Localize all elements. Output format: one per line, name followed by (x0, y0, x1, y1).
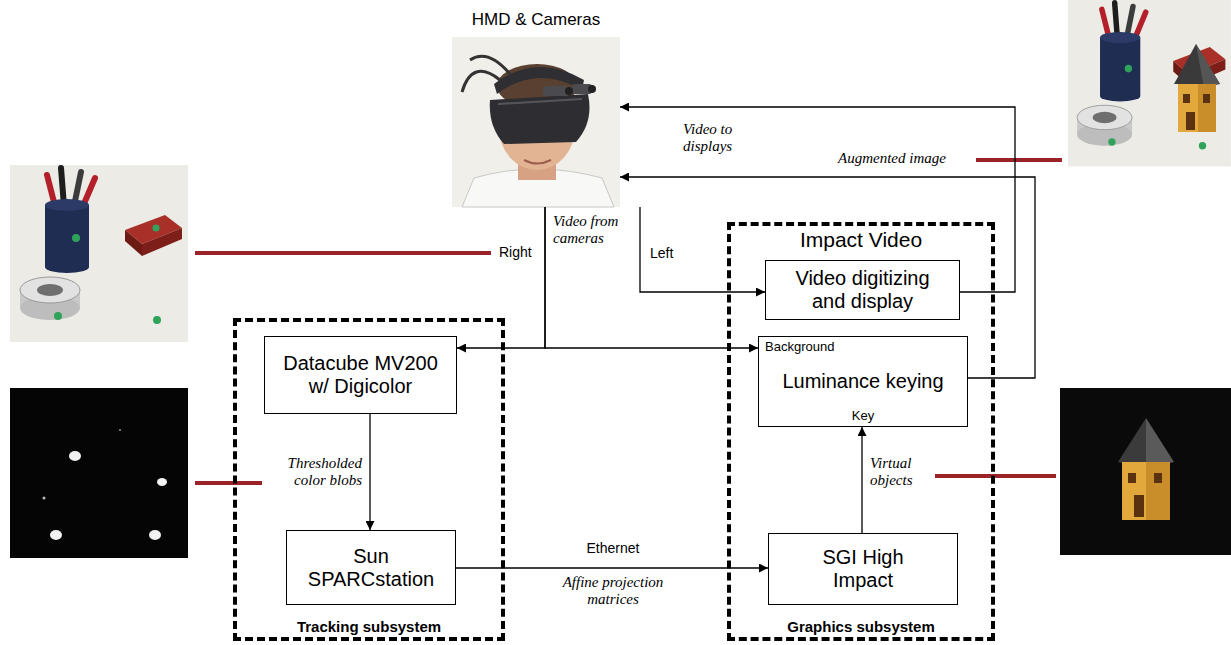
signal-connector (640, 207, 765, 292)
camera-image (10, 165, 188, 342)
process-box: Sun SPARCstation (286, 530, 456, 605)
signal-label: Augmented image (838, 150, 946, 167)
leader-line (976, 158, 1062, 162)
signal-connector (620, 177, 1035, 378)
box-label: Key (852, 408, 874, 423)
process-box: SGI High Impact (768, 533, 958, 605)
box-label: Video digitizing and display (780, 267, 945, 313)
process-box: Datacube MV200 w/ Digicolor (264, 336, 457, 414)
process-box: Video digitizing and display (765, 260, 960, 320)
box-label: Luminance keying (782, 370, 943, 393)
box-label: SGI High Impact (799, 546, 927, 592)
virtual-object-image (1060, 388, 1231, 555)
box-label: Sun SPARCstation (302, 545, 440, 591)
signal-name: Right (499, 245, 532, 260)
signal-connector (861, 427, 862, 533)
signal-label: Video from cameras (553, 213, 635, 246)
device-heading: HMD & Cameras (472, 10, 600, 30)
group-label: Graphics subsystem (787, 618, 935, 635)
box-label: Background (765, 339, 834, 354)
subsystem-group: Impact VideoGraphics subsystem Video digi… (727, 222, 995, 641)
group-label: Impact Video (800, 228, 922, 252)
group-label: Tracking subsystem (297, 618, 441, 635)
signal-label: Virtual objects (870, 455, 932, 488)
leader-line (195, 251, 491, 255)
signal-label: Thresholded color blobs (262, 455, 362, 488)
signal-name: Ethernet (583, 541, 643, 556)
leader-line (935, 474, 1056, 478)
hmd-camera-unit: HMD & Cameras (452, 8, 620, 207)
signal-label: Video to displays (683, 121, 755, 154)
box-label: Datacube MV200 w/ Digicolor (275, 352, 446, 398)
signal-label: Affine projection matrices (546, 574, 680, 607)
signal-connector (457, 207, 545, 348)
signal-connector (369, 414, 370, 530)
keying-box: BackgroundLuminance keyingKey (758, 336, 968, 427)
augmented-image (1068, 0, 1231, 166)
blob-image (10, 388, 188, 558)
hmd-photo (452, 37, 620, 207)
signal-label: Left (650, 246, 690, 261)
leader-line (195, 481, 264, 485)
